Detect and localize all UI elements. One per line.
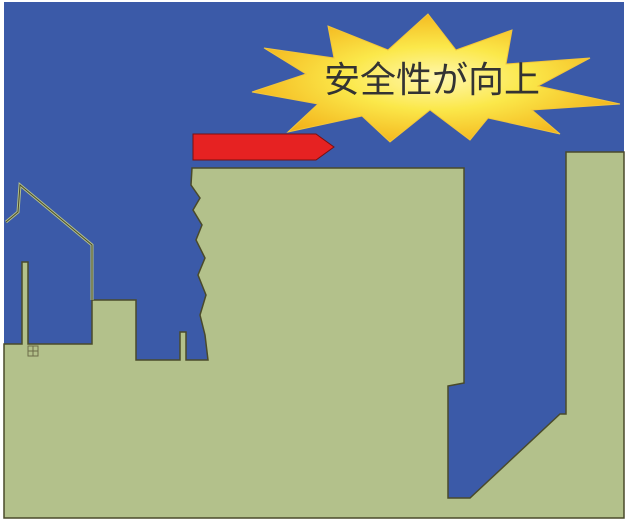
callout-label: 安全性が向上 (324, 60, 540, 101)
ship-icon (192, 133, 335, 161)
breakwater-line-left-outline (5, 183, 93, 300)
land-main (3, 151, 625, 519)
starburst-icon (251, 13, 621, 143)
grid-marker (27, 345, 39, 357)
